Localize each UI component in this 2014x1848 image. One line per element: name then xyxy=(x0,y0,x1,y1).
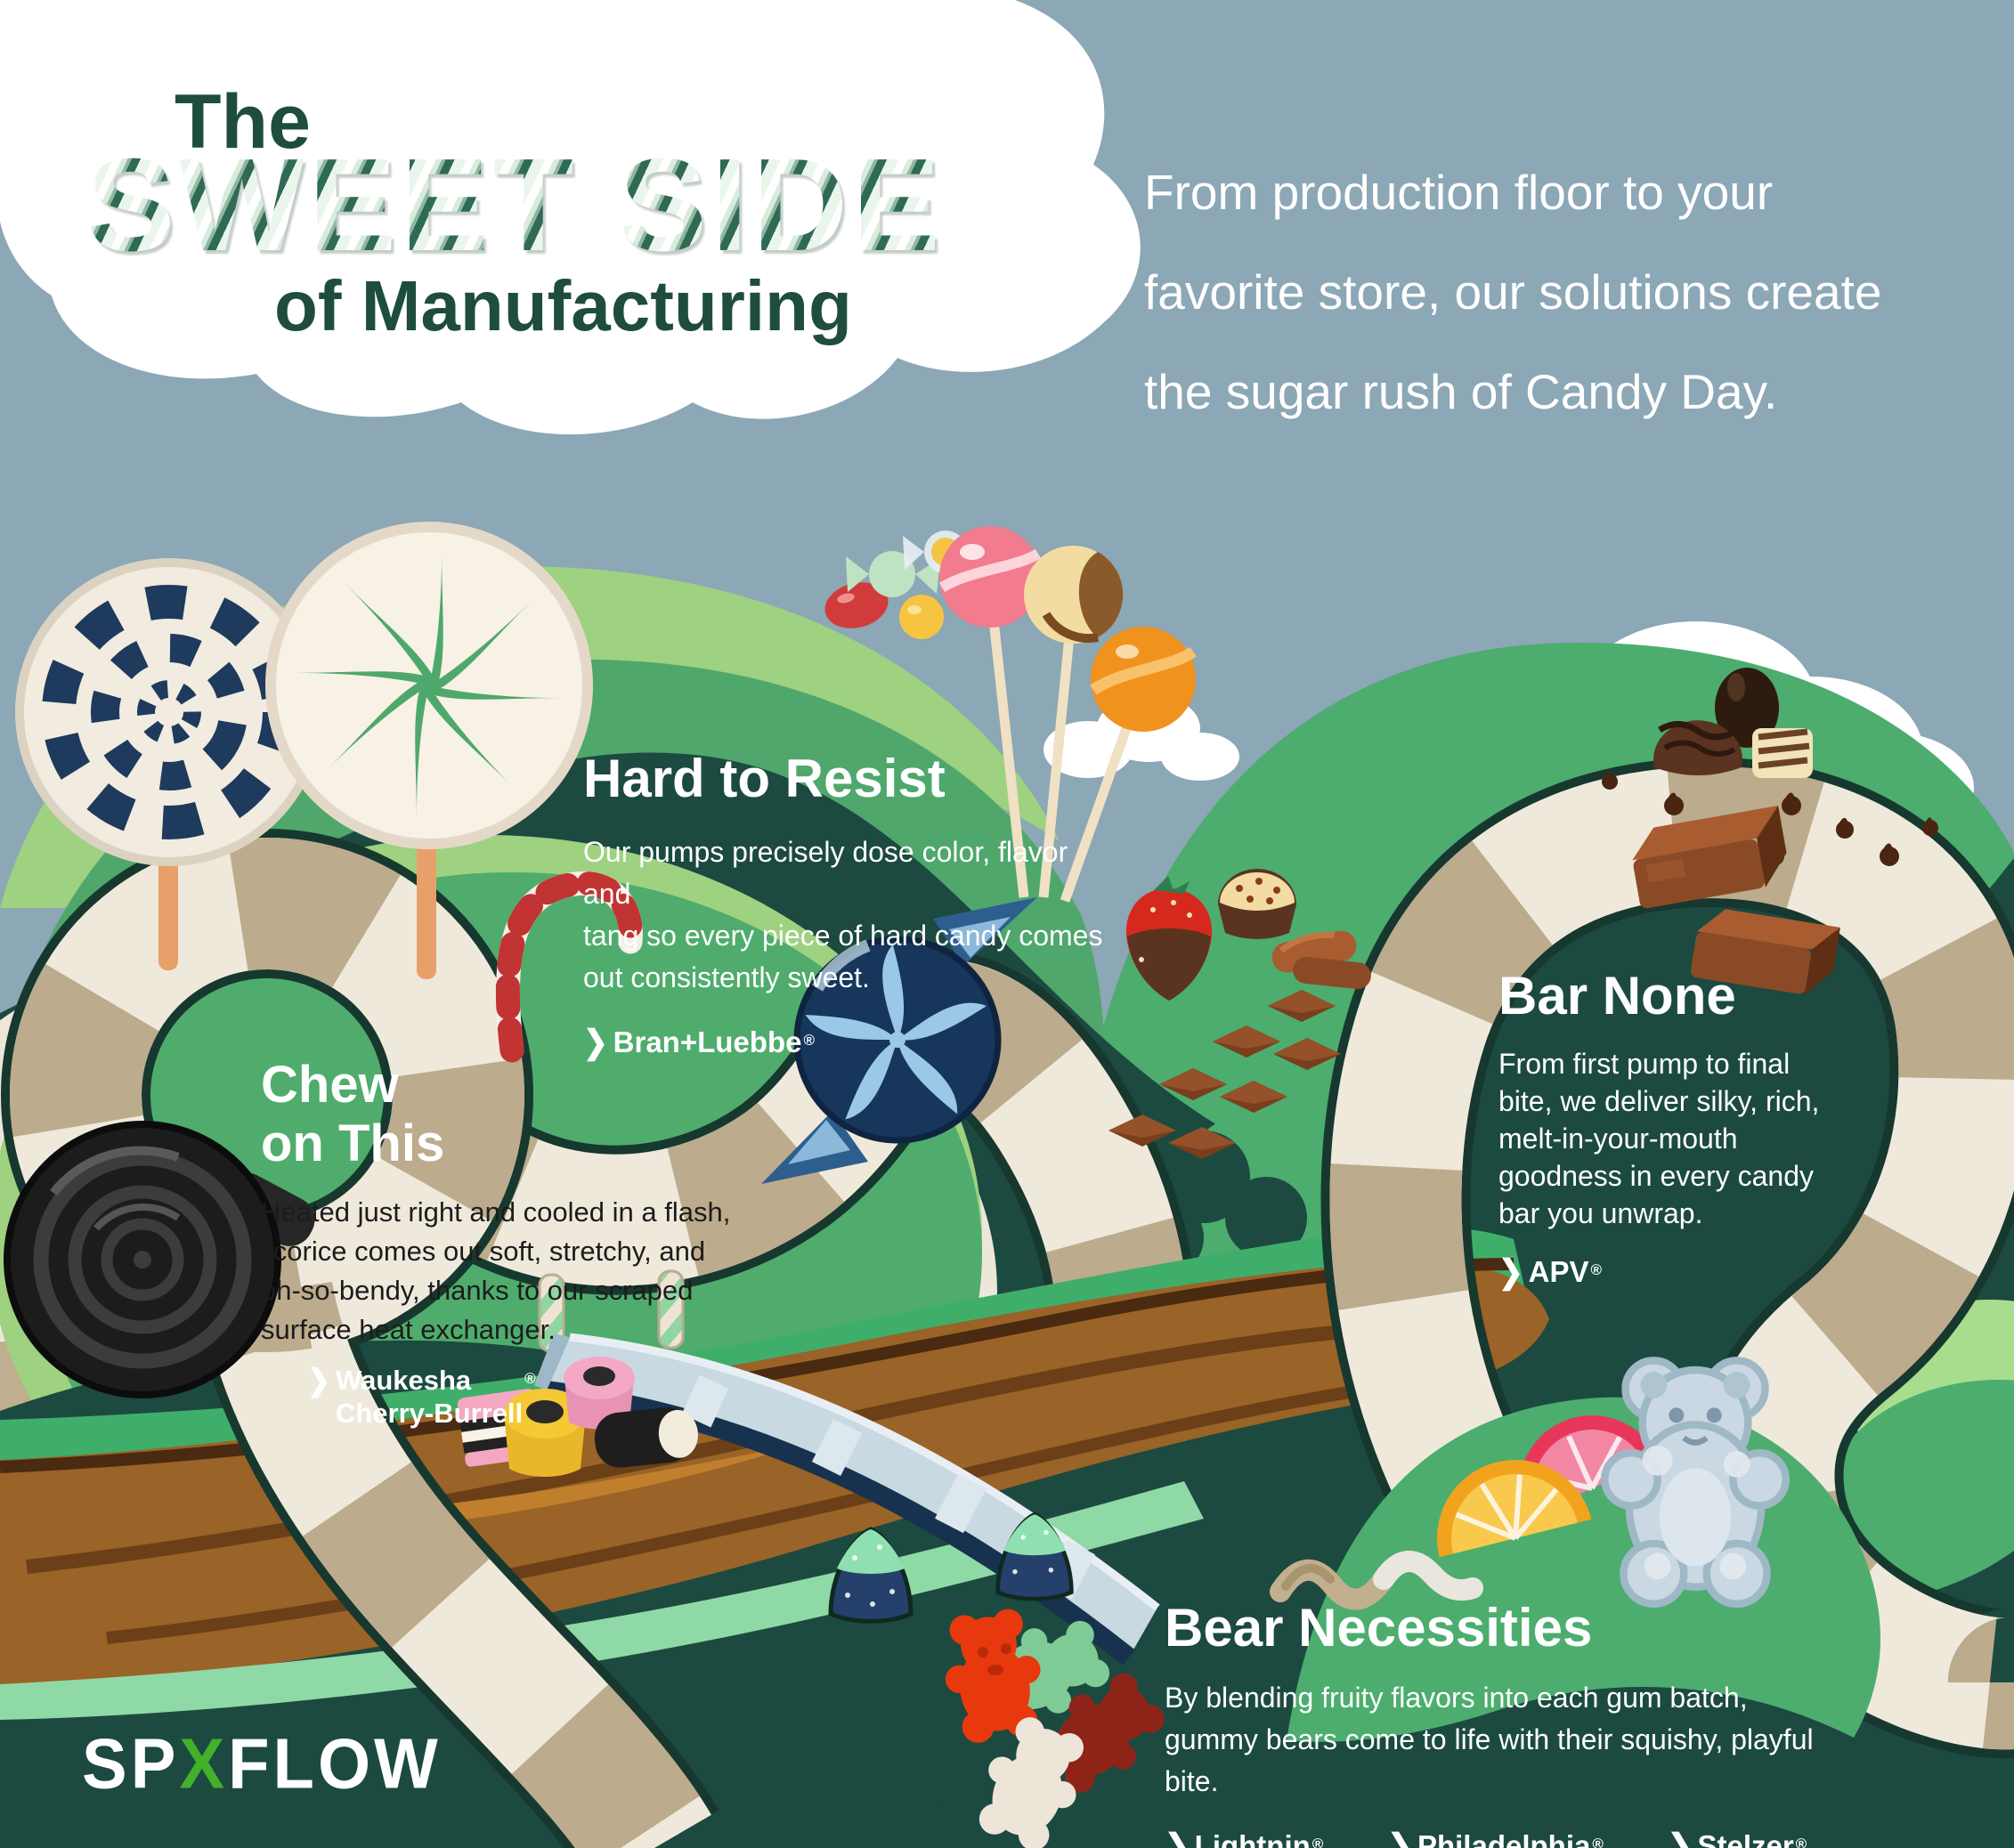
section-bar-none: Bar None From first pump to final bite, … xyxy=(1498,966,1837,1290)
candy-path-left xyxy=(1,829,719,1848)
chevron-icon: ❯ xyxy=(1667,1828,1693,1848)
section-body: From first pump to final bite, we delive… xyxy=(1498,1048,1820,1229)
title-cloud xyxy=(0,0,1141,434)
chocolate-chunks-icon xyxy=(1632,805,1840,995)
citrus-slices-icon xyxy=(1437,1415,1659,1558)
registered-mark: ® xyxy=(1592,1836,1604,1848)
chocolate-strawberry-icon xyxy=(1125,876,1213,1001)
brand-name: APV xyxy=(1528,1255,1589,1288)
chocolate-bonbon-icon xyxy=(1218,869,1296,939)
section-body: Heated just right and cooled in a flash,… xyxy=(261,1196,731,1346)
wrapped-candy-blue-icon xyxy=(761,897,1037,1184)
chevron-icon: ❯ xyxy=(583,1024,608,1060)
section-body: Our pumps precisely dose color, flavor a… xyxy=(583,836,1103,993)
registered-mark: ® xyxy=(803,1032,815,1049)
registered-mark: ® xyxy=(1590,1261,1603,1278)
chocolate-truffles-icon xyxy=(1653,668,1813,778)
logo-accent-x: X xyxy=(179,1723,229,1804)
marshmallow-post-icon xyxy=(657,1269,685,1350)
chevron-icon: ❯ xyxy=(1165,1828,1190,1848)
chocolate-curls-icon xyxy=(1271,930,1371,990)
brand-apv: ❯ APV ® xyxy=(1498,1253,1837,1290)
brand-name: Philadelphia xyxy=(1417,1829,1591,1848)
section-title: Chew on This xyxy=(261,1056,445,1173)
chevron-icon: ❯ xyxy=(1387,1828,1412,1848)
chocolate-squares-trail-icon xyxy=(1109,990,1341,1159)
section-chew-on-this: Chew on This Heated just right and coole… xyxy=(261,1056,742,1430)
gummy-worm-icon xyxy=(1270,1551,1483,1610)
lollipop-swirl-green-icon xyxy=(265,522,593,979)
spxflow-logo: SPXFLOW xyxy=(82,1723,442,1804)
logo-part2: FLOW xyxy=(228,1723,442,1804)
section-bear-necessities: Bear Necessities By blending fruity flav… xyxy=(1165,1599,1841,1848)
brand-name: Waukesha Cherry-Burrell xyxy=(335,1365,524,1430)
brand-lightnin: ❯ Lightnin ® xyxy=(1165,1828,1324,1848)
section-hard-to-resist: Hard to Resist Our pumps precisely dose … xyxy=(583,749,1117,1060)
registered-mark: ® xyxy=(1312,1836,1324,1848)
brand-waukesha-cherry-burrell: ❯ Waukesha Cherry-Burrell ® xyxy=(307,1363,742,1430)
licorice-spiral-icon xyxy=(4,1121,315,1398)
brand-name: Stelzer xyxy=(1697,1829,1794,1848)
giant-gummy-bear-icon xyxy=(1604,1360,1786,1603)
section-title: Bear Necessities xyxy=(1165,1598,1593,1658)
section-body: By blending fruity flavors into each gum… xyxy=(1165,1682,1814,1797)
brand-bran-luebbe: ❯ Bran+Luebbe ® xyxy=(583,1024,1117,1060)
brand-name: Bran+Luebbe xyxy=(613,1025,802,1058)
brand-philadelphia: ❯ Philadelphia ® xyxy=(1387,1828,1604,1848)
chevron-icon: ❯ xyxy=(307,1363,330,1398)
chevron-icon: ❯ xyxy=(1498,1253,1523,1290)
brand-name: Lightnin xyxy=(1194,1829,1311,1848)
intro-text: From production floor to your favorite s… xyxy=(1144,165,1882,419)
gummy-bears-icon xyxy=(937,1605,1177,1848)
registered-mark: ® xyxy=(524,1370,536,1388)
licorice-allsorts-icon xyxy=(457,1357,698,1477)
brand-list: ❯ Lightnin ® ❯ Philadelphia ® ❯ Stelzer … xyxy=(1165,1803,1841,1848)
section-title: Bar None xyxy=(1498,966,1736,1025)
gumdrops-icon xyxy=(828,1512,1074,1624)
page-title: SWEET SIDE xyxy=(87,130,945,281)
logo-part1: SP xyxy=(82,1723,180,1804)
section-title: Hard to Resist xyxy=(583,749,946,808)
ball-lollipops-icon xyxy=(938,526,1197,903)
registered-mark: ® xyxy=(1795,1836,1807,1848)
brand-stelzer: ❯ Stelzer ® xyxy=(1667,1828,1807,1848)
title-prefix: The xyxy=(175,79,311,165)
title-suffix: of Manufacturing xyxy=(274,266,852,345)
candy-cane-icon xyxy=(495,871,643,1063)
